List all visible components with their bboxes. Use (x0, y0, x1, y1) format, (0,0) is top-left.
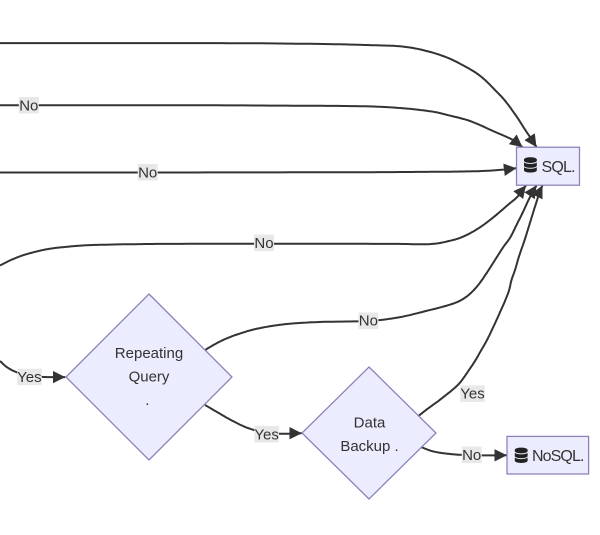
svg-text:Backup .: Backup . (340, 438, 398, 455)
svg-text:.: . (145, 392, 149, 409)
svg-text:No: No (359, 313, 378, 330)
svg-text:SQL.: SQL. (542, 159, 575, 176)
svg-text:No: No (19, 97, 38, 114)
svg-text:Data: Data (354, 415, 386, 432)
svg-text:Query: Query (129, 369, 170, 386)
svg-text:No: No (138, 164, 157, 181)
svg-text:Repeating: Repeating (115, 345, 183, 362)
svg-text:Yes: Yes (254, 426, 278, 443)
svg-text:Yes: Yes (460, 386, 484, 403)
svg-text:NoSQL.: NoSQL. (532, 448, 584, 465)
svg-text:No: No (462, 447, 481, 464)
svg-text:No: No (254, 235, 273, 252)
svg-text:Yes: Yes (17, 369, 41, 386)
